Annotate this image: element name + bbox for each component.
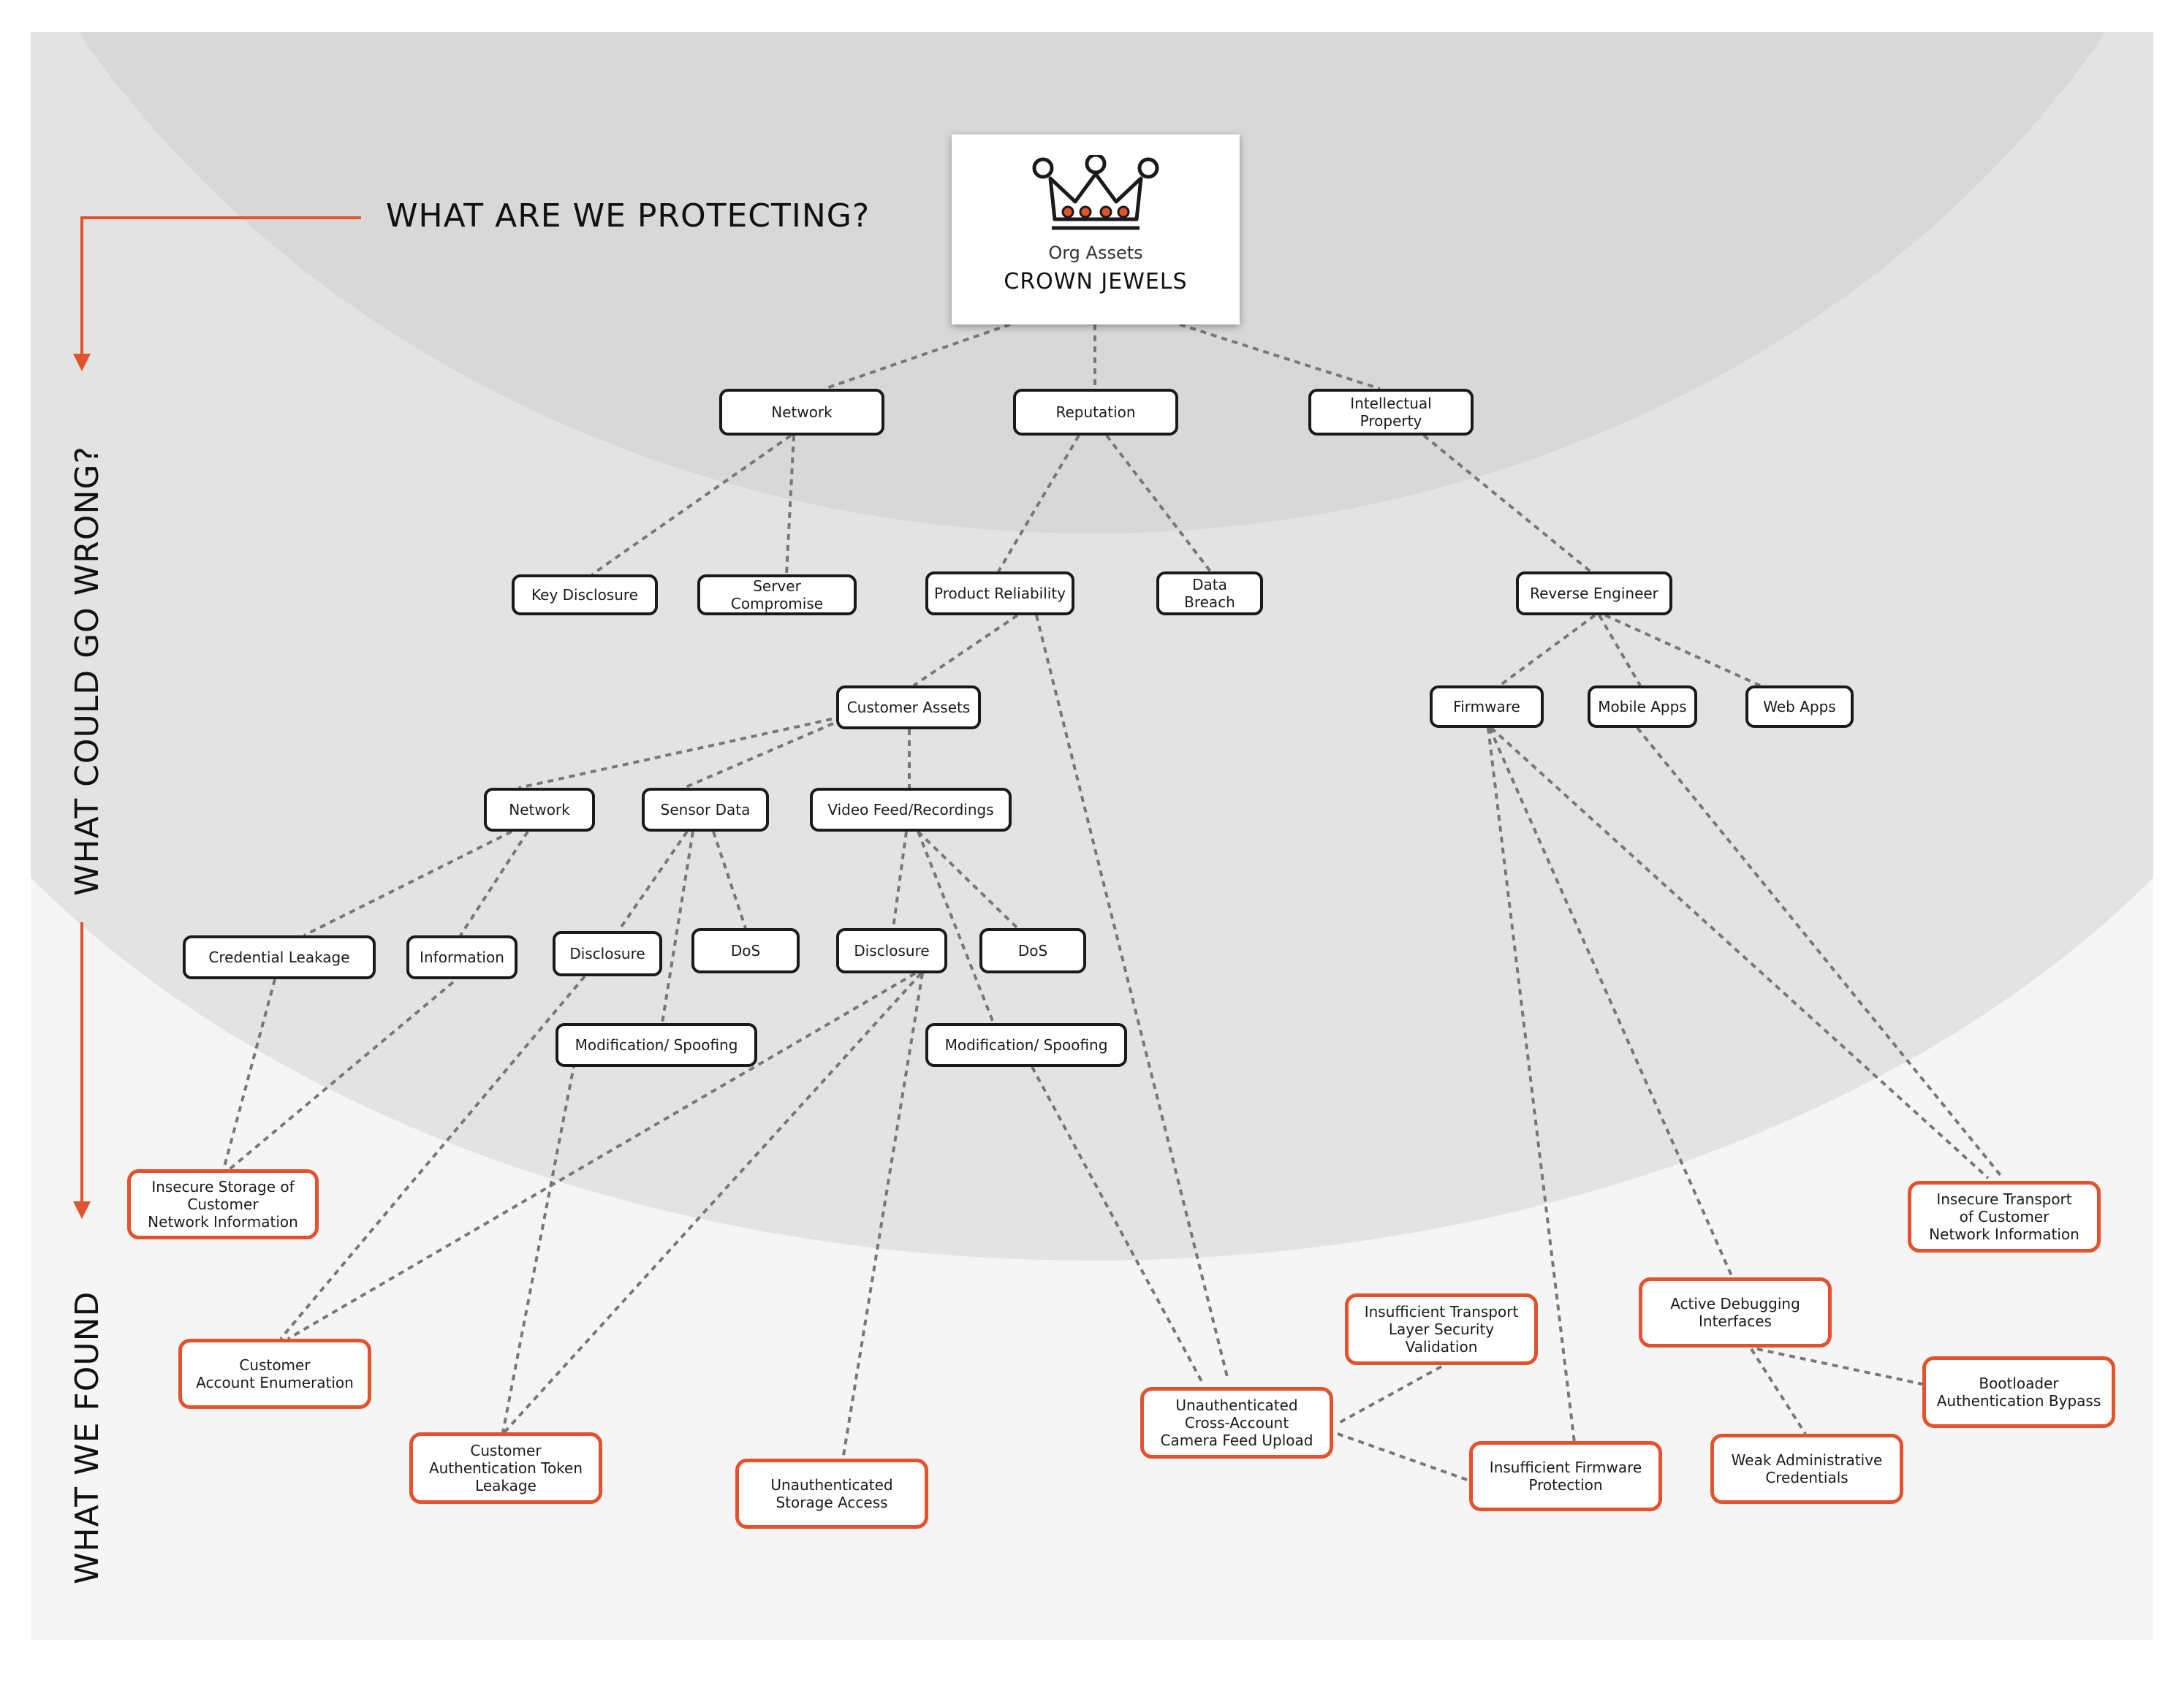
edge	[912, 614, 1019, 687]
crown-icon	[1032, 155, 1159, 230]
edges	[222, 323, 2004, 1482]
node-network[interactable]: Network	[719, 389, 884, 436]
node-video-feed[interactable]: Video Feed/Recordings	[810, 788, 1012, 832]
heading-what-could-go-wrong: WHAT COULD GO WRONG?	[69, 446, 106, 896]
finding-unauthenticated-storage[interactable]: Unauthenticated Storage Access	[735, 1459, 928, 1529]
crown-title: CROWN JEWELS	[1004, 269, 1188, 294]
edge	[917, 831, 996, 1025]
edge	[683, 722, 834, 789]
arrow-head-icon	[73, 354, 91, 371]
node-product-reliability[interactable]: Product Reliability	[925, 571, 1074, 615]
node-key-disclosure[interactable]: Key Disclosure	[512, 574, 658, 615]
finding-firmware-protection[interactable]: Insufficient Firmware Protection	[1469, 1441, 1662, 1511]
node-video-modification[interactable]: Modification/ Spoofing	[925, 1023, 1127, 1067]
edge	[518, 718, 833, 789]
edge	[1337, 1432, 1470, 1482]
edge	[1598, 614, 1642, 687]
edge	[1031, 1066, 1205, 1385]
edge	[1179, 323, 1381, 390]
finding-insecure-transport[interactable]: Insecure Transport of Customer Network I…	[1908, 1181, 2101, 1253]
finding-tls-validation[interactable]: Insufficient Transport Layer Security Va…	[1345, 1293, 1538, 1365]
finding-insecure-storage[interactable]: Insecure Storage of Customer Network Inf…	[127, 1169, 319, 1239]
edge	[917, 830, 1019, 930]
crown-jewels-card: Org Assets CROWN JEWELS	[952, 134, 1240, 324]
node-sensor-disclosure[interactable]: Disclosure	[553, 931, 662, 976]
node-video-dos[interactable]: DoS	[979, 928, 1086, 973]
edge	[279, 975, 586, 1340]
edge	[892, 831, 908, 929]
node-customer-network[interactable]: Network	[484, 788, 595, 832]
edge	[1488, 727, 1734, 1278]
finding-account-enumeration[interactable]: Customer Account Enumeration	[178, 1339, 371, 1409]
edge	[501, 1062, 576, 1433]
edge	[1636, 726, 2004, 1179]
crown-subtitle: Org Assets	[1048, 243, 1143, 263]
node-video-disclosure[interactable]: Disclosure	[836, 928, 947, 973]
finding-auth-token-leakage[interactable]: Customer Authentication Token Leakage	[409, 1432, 602, 1504]
node-information[interactable]: Information	[406, 935, 517, 979]
edge	[617, 830, 689, 932]
node-server-compromise[interactable]: Server Compromise	[697, 574, 857, 615]
edge	[997, 434, 1080, 573]
edge	[228, 981, 455, 1171]
question-arrows	[73, 216, 361, 1219]
edge	[459, 830, 529, 937]
finding-weak-admin-credentials[interactable]: Weak Administrative Credentials	[1710, 1434, 1903, 1504]
arrow-head-icon	[73, 1201, 91, 1219]
edge	[503, 972, 922, 1434]
node-sensor-dos[interactable]: DoS	[691, 928, 800, 973]
finding-bootloader-bypass[interactable]: Bootloader Authentication Bypass	[1922, 1356, 2115, 1428]
heading-what-are-we-protecting: WHAT ARE WE PROTECTING?	[386, 197, 871, 235]
edge	[591, 434, 792, 576]
node-credential-leakage[interactable]: Credential Leakage	[183, 935, 376, 979]
node-data-breach[interactable]: Data Breach	[1156, 571, 1263, 615]
arrow-protecting-to-wrong	[80, 216, 361, 365]
edge	[1750, 1348, 1807, 1435]
node-sensor-data[interactable]: Sensor Data	[642, 788, 769, 832]
edge	[1490, 726, 1990, 1179]
node-customer-assets[interactable]: Customer Assets	[836, 685, 981, 729]
edge	[785, 435, 795, 575]
edge	[287, 972, 917, 1340]
edge	[842, 973, 924, 1456]
edge	[1422, 434, 1592, 573]
node-sensor-modification[interactable]: Modification/ Spoofing	[556, 1023, 757, 1067]
node-firmware[interactable]: Firmware	[1430, 685, 1544, 728]
edge	[1498, 614, 1596, 687]
edge	[1105, 434, 1212, 573]
edge	[1337, 1365, 1442, 1425]
node-reputation[interactable]: Reputation	[1013, 389, 1178, 436]
finding-cross-account-upload[interactable]: Unauthenticated Cross-Account Camera Fee…	[1140, 1387, 1333, 1459]
heading-what-we-found: WHAT WE FOUND	[69, 1291, 106, 1584]
node-intellectual-property[interactable]: Intellectual Property	[1308, 389, 1474, 436]
node-mobile-apps[interactable]: Mobile Apps	[1588, 685, 1697, 728]
node-reverse-engineer[interactable]: Reverse Engineer	[1516, 571, 1672, 615]
node-web-apps[interactable]: Web Apps	[1745, 685, 1854, 728]
finding-active-debugging[interactable]: Active Debugging Interfaces	[1639, 1277, 1832, 1348]
edge	[303, 830, 512, 937]
